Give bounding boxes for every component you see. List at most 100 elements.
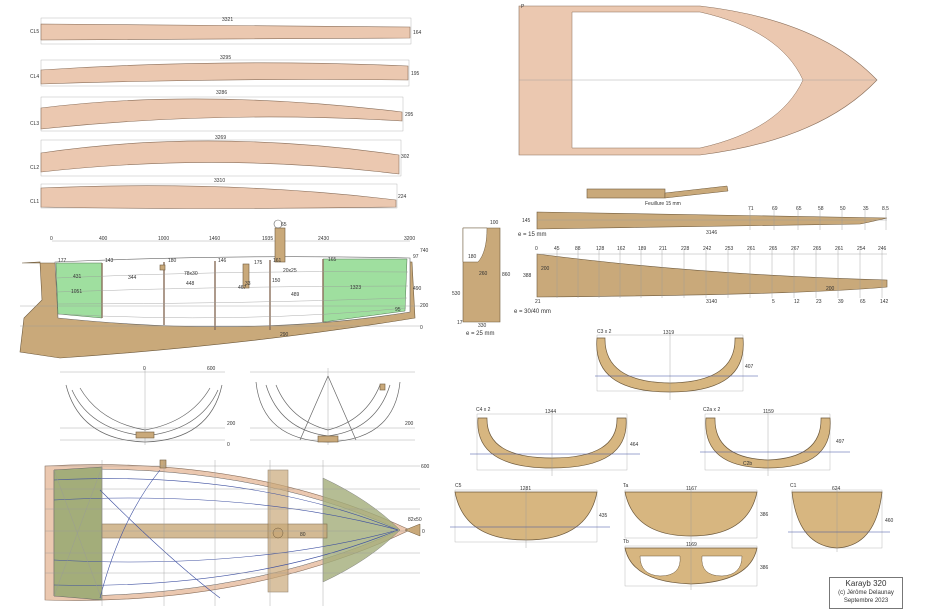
keel-tick: 5 xyxy=(772,299,775,305)
design-date: Septembre 2023 xyxy=(843,598,889,604)
section-label: 600 xyxy=(207,366,216,372)
strake-length: 3321 xyxy=(222,17,233,23)
keel-tick: 189 xyxy=(638,246,647,252)
dim-label: 78x30 xyxy=(184,271,198,277)
station-label: 0 xyxy=(50,236,53,242)
stem-dim: 860 xyxy=(502,272,511,278)
keel-inner: 200 xyxy=(826,286,835,292)
frame-height: 460 xyxy=(885,518,894,524)
strake-id: CL4 xyxy=(30,74,39,80)
keel-tick: 265 xyxy=(769,246,778,252)
strake-height: 295 xyxy=(405,112,414,118)
strake-id: CL2 xyxy=(30,165,39,171)
keel-tick: 228 xyxy=(681,246,690,252)
dim-label: 65 xyxy=(281,222,287,228)
frame-width: 1319 xyxy=(663,330,674,336)
dim-label: 177 xyxy=(58,258,67,264)
frame-id: C3 x 2 xyxy=(597,329,612,335)
frame-c4: C4 x 2 1344 464 xyxy=(470,407,640,476)
dim-label: 20x25 xyxy=(283,268,297,274)
frame-width: 1159 xyxy=(763,409,774,415)
dim-label: 150 xyxy=(272,278,281,284)
strake-height: 302 xyxy=(401,154,410,160)
keel-tick: 162 xyxy=(617,246,626,252)
dim-label: 489 xyxy=(291,292,300,298)
keel-thickness: e = 15 mm xyxy=(518,232,547,238)
frame-height: 435 xyxy=(599,513,608,519)
frame-height: 386 xyxy=(760,512,769,518)
profile-view: 0 400 1000 1460 1935 2430 3200 xyxy=(19,219,429,359)
keel-tick: 45 xyxy=(554,246,560,252)
strake-length: 3295 xyxy=(220,55,231,61)
dim-label: 1323 xyxy=(350,285,361,291)
stem-thickness: e = 25 mm xyxy=(466,331,495,337)
strake-length: 3269 xyxy=(215,135,226,141)
keel-bottom: 0 45 88 128 162 189 211 228 242 253 261 … xyxy=(514,246,889,315)
rub-rail: Feuillure 15 mm xyxy=(586,185,729,207)
keel-tick: 242 xyxy=(703,246,712,252)
frame-height: 407 xyxy=(745,364,754,370)
keel-tick: 265 xyxy=(813,246,822,252)
strake-id: CL5 xyxy=(30,29,39,35)
keel-tick: 8.5 xyxy=(882,206,889,212)
plan-label: 82x50 xyxy=(408,517,422,523)
keel-tick: 69 xyxy=(772,206,778,212)
dim-label: 180 xyxy=(168,258,177,264)
keel-tick: 128 xyxy=(596,246,605,252)
stem-dim: 260 xyxy=(479,271,488,277)
frame-ta: Ta 1167 386 xyxy=(623,483,769,545)
dim-label: 490 xyxy=(413,286,422,292)
station-label: 1000 xyxy=(158,236,169,242)
strake-cl4: CL4 3295 195 xyxy=(30,55,420,87)
station-label: 3200 xyxy=(404,236,415,242)
frame-tb: Tb 1169 386 xyxy=(623,539,769,590)
keel-tick: 0 xyxy=(535,246,538,252)
frame-c1: C1 624 460 xyxy=(788,483,894,552)
section-label: 0 xyxy=(227,442,230,448)
keel-left: 388 xyxy=(523,273,532,279)
frame-width: 1167 xyxy=(686,486,697,492)
keel-tick: 71 xyxy=(748,206,754,212)
keel-thickness: e = 30/40 mm xyxy=(514,309,551,315)
keel-tick: 50 xyxy=(840,206,846,212)
keel-tick: 12 xyxy=(794,299,800,305)
station-label: 1460 xyxy=(209,236,220,242)
keel-tick: 142 xyxy=(880,299,889,305)
frame-sub: C2b xyxy=(743,461,752,467)
frame-id: C2a x 2 xyxy=(703,407,720,413)
title-block: Karayb 320 (c) Jérôme Delaunay Septembre… xyxy=(829,577,903,609)
plan-view: 600 82x50 0 80 xyxy=(44,459,430,606)
keel-tick: 65 xyxy=(796,206,802,212)
plan-label: 80 xyxy=(300,532,306,538)
keel-tick: 261 xyxy=(835,246,844,252)
frame-width: 1344 xyxy=(545,409,556,415)
frame-c3: C3 x 2 1319 407 xyxy=(595,329,758,400)
keel-tick: 35 xyxy=(863,206,869,212)
strake-id: CL3 xyxy=(30,121,39,127)
keel-tick: 21 xyxy=(535,299,541,305)
dim-label: 175 xyxy=(254,260,263,266)
keel-tick: 88 xyxy=(575,246,581,252)
keel-length: 3140 xyxy=(706,299,717,305)
keel-tick: 58 xyxy=(818,206,824,212)
frame-width: 624 xyxy=(832,486,841,492)
strake-cl5: CL5 3321 164 xyxy=(30,17,422,45)
keel-left: 200 xyxy=(541,266,550,272)
plan-label: 0 xyxy=(422,529,425,535)
dim-label: 200 xyxy=(420,303,429,309)
stem-dim: 100 xyxy=(490,220,499,226)
frame-c5: C5 1281 435 xyxy=(450,483,610,548)
dim-label: 290 xyxy=(280,332,289,338)
strake-height: 195 xyxy=(411,71,420,77)
stem-piece: 100 180 260 860 530 17 330 e = 25 mm xyxy=(452,220,511,337)
stem-dim: 17 xyxy=(457,320,463,326)
dim-label: 33 xyxy=(245,281,251,287)
station-label: 400 xyxy=(99,236,108,242)
keel-length: 3146 xyxy=(706,230,717,236)
dim-label: 161 xyxy=(273,258,282,264)
strake-height: 164 xyxy=(413,30,422,36)
stem-dim: 530 xyxy=(452,291,461,297)
keel-tick: 261 xyxy=(747,246,756,252)
dim-label: 146 xyxy=(218,258,227,264)
